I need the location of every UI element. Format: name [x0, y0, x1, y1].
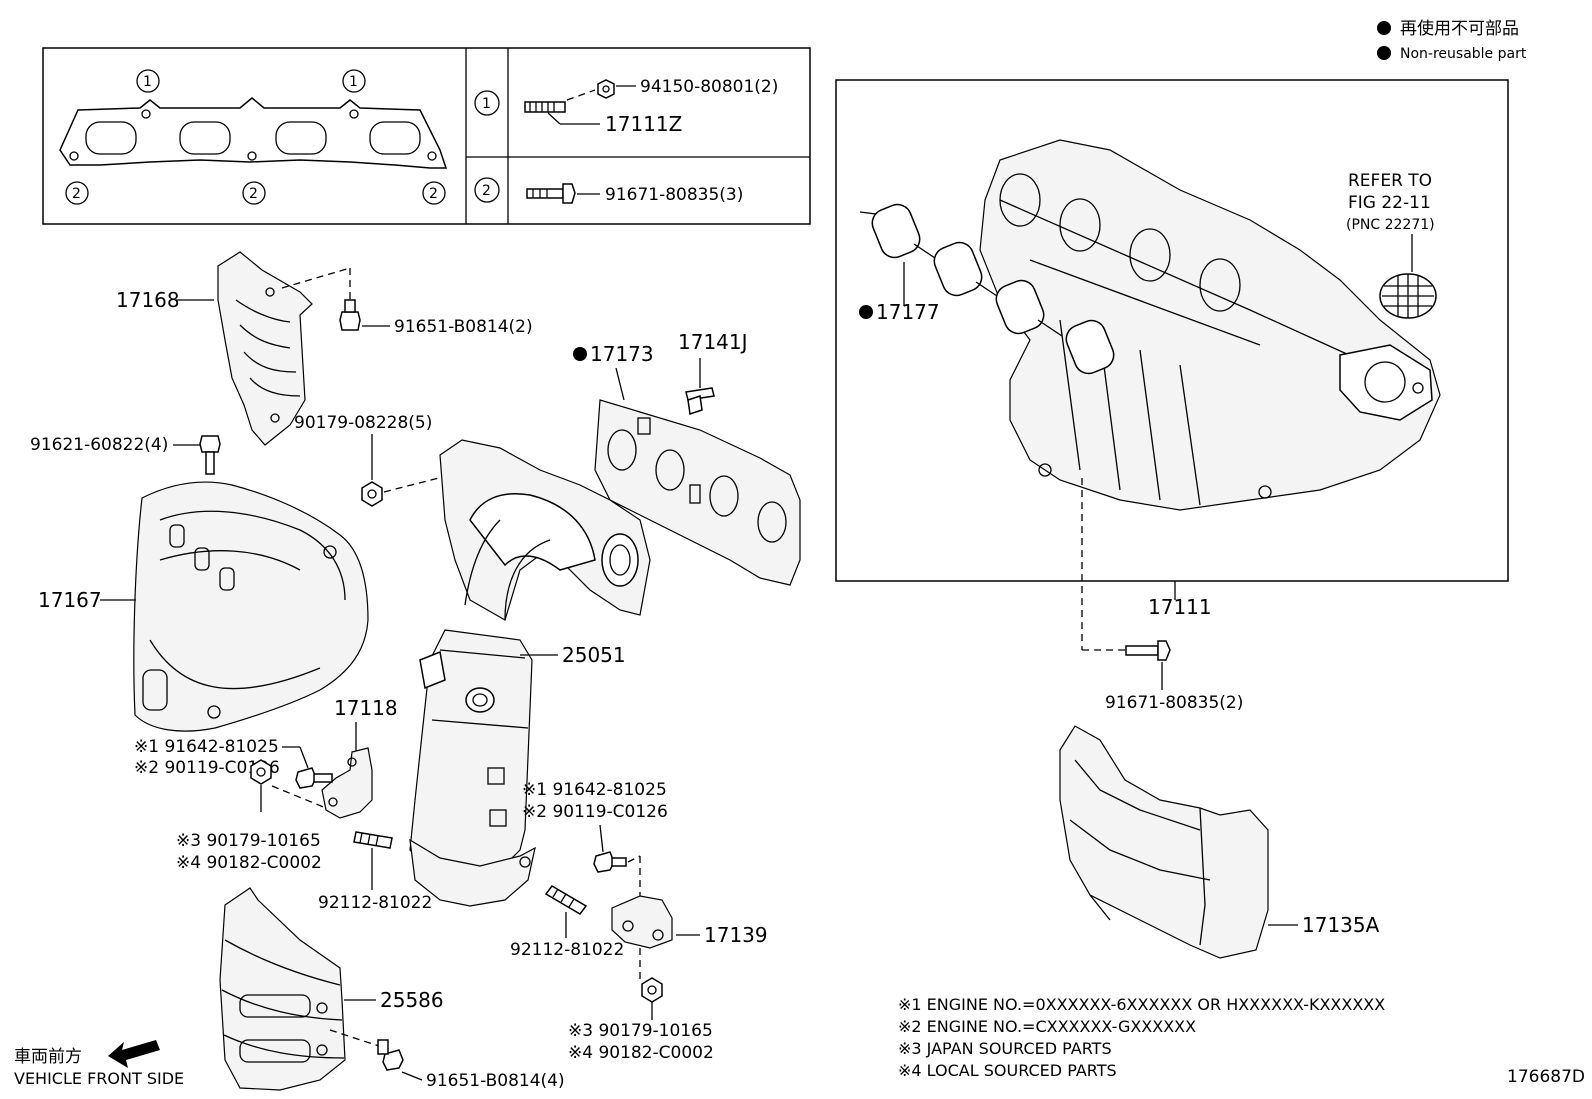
callout-91642-left[interactable]: ※1 91642-81025: [134, 737, 279, 757]
non-reusable-dot-icon: [1377, 21, 1391, 35]
manifold-converter-25051[interactable]: [409, 439, 651, 907]
intake-screen-icon: [1379, 273, 1437, 319]
refer-line3: (PNC 22271): [1346, 217, 1435, 233]
front-jp: 車両前方: [14, 1047, 82, 1067]
callout-17173[interactable]: 17173: [590, 342, 654, 366]
stud-17141j-icon[interactable]: [685, 387, 715, 415]
callout-17118[interactable]: 17118: [334, 696, 398, 720]
heat-insulator-17135a[interactable]: [1059, 725, 1269, 959]
callout-91651-bot[interactable]: 91651-B0814(4): [426, 1071, 565, 1091]
intake-gasket-17177[interactable]: [859, 200, 1118, 377]
callout-90182-mid[interactable]: ※4 90182-C0002: [568, 1043, 714, 1063]
diagram-id: 176687D: [1507, 1067, 1585, 1087]
note-1: ※1 ENGINE NO.=0XXXXXX-6XXXXXX OR HXXXXXX…: [898, 995, 1385, 1014]
heat-insulator-17167[interactable]: [133, 481, 369, 732]
bolt-icon: [199, 435, 221, 475]
stud-icon: [353, 831, 393, 849]
legend-en: Non-reusable part: [1400, 46, 1527, 62]
svg-text:2: 2: [429, 186, 438, 202]
non-reusable-dot-icon: [859, 305, 873, 319]
legend: 再使用不可部品 Non-reusable part: [1377, 18, 1527, 62]
callout-91621[interactable]: 91621-60822(4): [30, 435, 168, 455]
heat-insulator-17168[interactable]: [217, 251, 313, 446]
stud-bolt-icon: [524, 101, 566, 113]
arrow-left-icon: [108, 1040, 160, 1068]
note-2: ※2 ENGINE NO.=CXXXXXX-GXXXXXX: [898, 1017, 1196, 1036]
intake-manifold-panel: [835, 79, 1509, 582]
callout-17111[interactable]: 17111: [1148, 595, 1212, 619]
heat-insulator-25586[interactable]: [219, 887, 346, 1091]
non-reusable-dot-icon: [1377, 46, 1391, 60]
gasket-bolt-table: 1 1 2 2 2 1 2 94150-80801(2): [42, 47, 811, 225]
nut-icon: [597, 79, 615, 99]
bolt-icon: [339, 299, 361, 331]
bolt-icon: [295, 767, 333, 789]
nut-icon: [641, 977, 663, 1003]
svg-text:2: 2: [72, 186, 81, 202]
callout-92112-left[interactable]: 92112-81022: [318, 893, 432, 913]
callout-90179-08228[interactable]: 90179-08228(5): [294, 413, 432, 433]
callout-17135a[interactable]: 17135A: [1302, 913, 1380, 937]
bracket-17118[interactable]: [321, 747, 373, 819]
exhaust-gasket-drawing: 1 1 2 2 2: [59, 69, 448, 205]
bolt-icon: [593, 851, 627, 873]
callout-91671-bot[interactable]: 91671-80835(2): [1105, 693, 1243, 713]
callout-90119-left[interactable]: ※2 90119-C0126: [134, 758, 280, 778]
bolt-icon: [377, 1039, 404, 1071]
callout-17139[interactable]: 17139: [704, 923, 768, 947]
callout-25586[interactable]: 25586: [380, 988, 444, 1012]
nut-icon: [250, 759, 272, 785]
callout-90179-left[interactable]: ※3 90179-10165: [176, 831, 321, 851]
part-17111z[interactable]: 17111Z: [605, 112, 682, 136]
front-en: VEHICLE FRONT SIDE: [14, 1069, 184, 1088]
callout-17167[interactable]: 17167: [38, 588, 102, 612]
refer-line2: FIG 22-11: [1348, 193, 1431, 213]
note-3: ※3 JAPAN SOURCED PARTS: [898, 1039, 1112, 1058]
flange-bolt-icon: [1125, 640, 1171, 661]
callout-17141j[interactable]: 17141J: [678, 330, 748, 354]
callout-17177[interactable]: 17177: [876, 300, 940, 324]
stud-icon: [544, 885, 588, 915]
callout-91642-mid[interactable]: ※1 91642-81025: [522, 780, 667, 800]
svg-text:2: 2: [249, 186, 258, 202]
callout-90179-mid[interactable]: ※3 90179-10165: [568, 1021, 713, 1041]
row1-number: 1: [482, 96, 491, 112]
svg-text:1: 1: [143, 74, 152, 90]
callout-90119-mid[interactable]: ※2 90119-C0126: [522, 802, 668, 822]
flange-bolt-icon: [526, 183, 576, 204]
callout-90182-left[interactable]: ※4 90182-C0002: [176, 853, 322, 873]
part-94150-80801[interactable]: 94150-80801(2): [640, 77, 778, 97]
bracket-17139[interactable]: [611, 895, 673, 949]
callout-92112-mid[interactable]: 92112-81022: [510, 940, 624, 960]
refer-line1: REFER TO: [1348, 171, 1432, 191]
nut-icon: [361, 481, 383, 507]
part-91671-80835-3[interactable]: 91671-80835(3): [605, 185, 743, 205]
note-4: ※4 LOCAL SOURCED PARTS: [898, 1061, 1117, 1080]
gasket-17173[interactable]: [594, 399, 801, 586]
callout-17168[interactable]: 17168: [116, 288, 180, 312]
callout-91651-top[interactable]: 91651-B0814(2): [394, 317, 533, 337]
non-reusable-dot-icon: [573, 347, 587, 361]
row2-number: 2: [482, 183, 491, 199]
engine-notes: ※1 ENGINE NO.=0XXXXXX-6XXXXXX OR HXXXXXX…: [898, 995, 1385, 1080]
svg-text:1: 1: [349, 74, 358, 90]
legend-jp: 再使用不可部品: [1400, 18, 1519, 39]
front-direction: 車両前方 VEHICLE FRONT SIDE: [14, 1040, 184, 1088]
callout-25051[interactable]: 25051: [562, 643, 626, 667]
intake-manifold-17111[interactable]: [979, 139, 1441, 511]
